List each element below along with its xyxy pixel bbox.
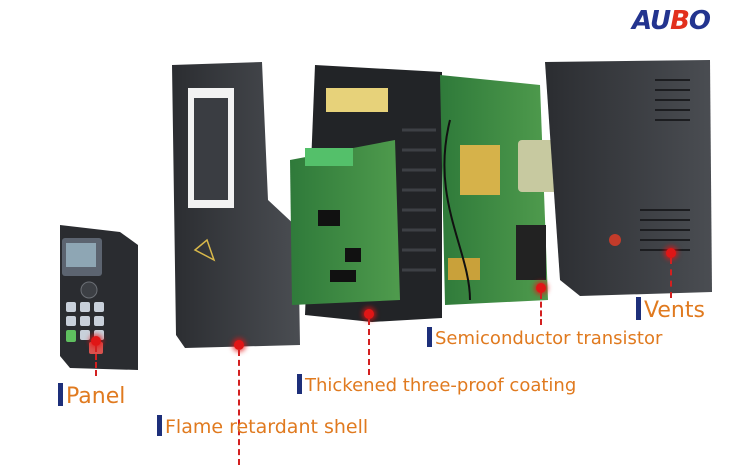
label-bar [297, 374, 302, 394]
leader-line-panel [95, 346, 97, 376]
label-panel: Panel [58, 383, 125, 409]
keypad-panel [60, 225, 138, 370]
brand-logo: AUBO [632, 6, 711, 36]
back-housing-vents [545, 60, 712, 296]
label-coating-text: Thickened three-proof coating [305, 375, 577, 396]
label-bar [636, 297, 641, 320]
logo-text: AU [632, 6, 671, 36]
label-transistor: Semiconductor transistor [427, 327, 662, 349]
label-vents-text: Vents [644, 298, 705, 323]
label-shell: Flame retardant shell [157, 415, 368, 438]
label-coating: Thickened three-proof coating [297, 374, 576, 396]
front-cover-shell [172, 62, 300, 348]
label-bar [58, 383, 63, 406]
logo-tail: O [688, 6, 711, 36]
label-vents: Vents [636, 297, 705, 323]
housing-with-pcb [290, 65, 442, 322]
logo-accent: B [670, 6, 690, 36]
leader-line-vents [670, 258, 672, 298]
leader-line-coating [368, 319, 370, 375]
label-bar [427, 327, 432, 347]
leader-line-transistor [540, 293, 542, 325]
marker-shell [234, 340, 244, 350]
label-shell-text: Flame retardant shell [165, 416, 369, 438]
marker-coating [364, 309, 374, 319]
marker-panel [91, 336, 101, 346]
leader-line-shell [238, 350, 240, 465]
label-bar [157, 415, 162, 436]
label-transistor-text: Semiconductor transistor [435, 328, 663, 349]
marker-vents [666, 248, 676, 258]
marker-transistor [536, 283, 546, 293]
label-panel-text: Panel [66, 384, 126, 409]
